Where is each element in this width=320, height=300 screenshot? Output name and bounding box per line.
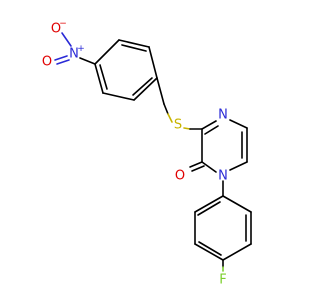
positive-charge-label: + [77,44,85,54]
ring3-bond [194,243,224,261]
ring3-bond [194,195,224,213]
ring-to-nitro-bond [79,57,96,65]
carbonyl-bond-a [189,161,203,168]
ring1-bond [94,39,120,65]
ring3-bond [222,243,252,261]
oxygen-atom-label: O [51,22,61,37]
oxygen-atom-label: O [175,169,185,184]
ring1-bond [118,39,150,48]
pyrazinone-ring [201,119,248,173]
s-to-ring-bond-colored [183,127,191,130]
ring2-bond [201,161,217,173]
ring1-bond [94,63,104,94]
n-o-single-bond [61,32,72,47]
ring2-bond [201,120,217,130]
ring3-bond [222,195,252,213]
fluorophenyl-ring [194,195,252,261]
nitrogen-atom-label: N [69,47,79,62]
fluorine-atom-label: F [219,273,226,288]
ring-to-ch2-bond [156,77,165,105]
ring2-bond [229,119,248,129]
ch2-to-s-bond [163,103,169,115]
structure-diagram: O − N + O S N N O F [42,19,252,288]
nitrogen-atom-label: N [218,169,228,184]
ring1-bond [133,77,158,101]
sulfur-atom-label: S [174,118,182,133]
carbonyl-bond-b [191,165,205,172]
ring2-bond [229,161,248,171]
nitrogen-atom-label: N [218,108,228,123]
n-o-double-bond-a [54,55,68,61]
ring1-bond-inner [132,77,153,96]
n-o-double-bond-b [56,59,70,65]
molecule-canvas: O − N + O S N N O F [41,19,252,288]
ring1-bond [102,92,135,101]
ring1-bond-inner [99,64,108,90]
ring1-bond-inner [121,44,147,52]
ring2-bond-inner [204,125,219,135]
ring3-bond-inner [197,201,221,216]
nitrophenyl-ring [94,39,158,101]
negative-charge-label: − [59,19,67,29]
ring1-bond [148,46,158,79]
ch2-to-s-bond-colored [167,113,173,123]
ring3-bond-inner [198,241,222,256]
oxygen-atom-label: O [42,55,52,70]
